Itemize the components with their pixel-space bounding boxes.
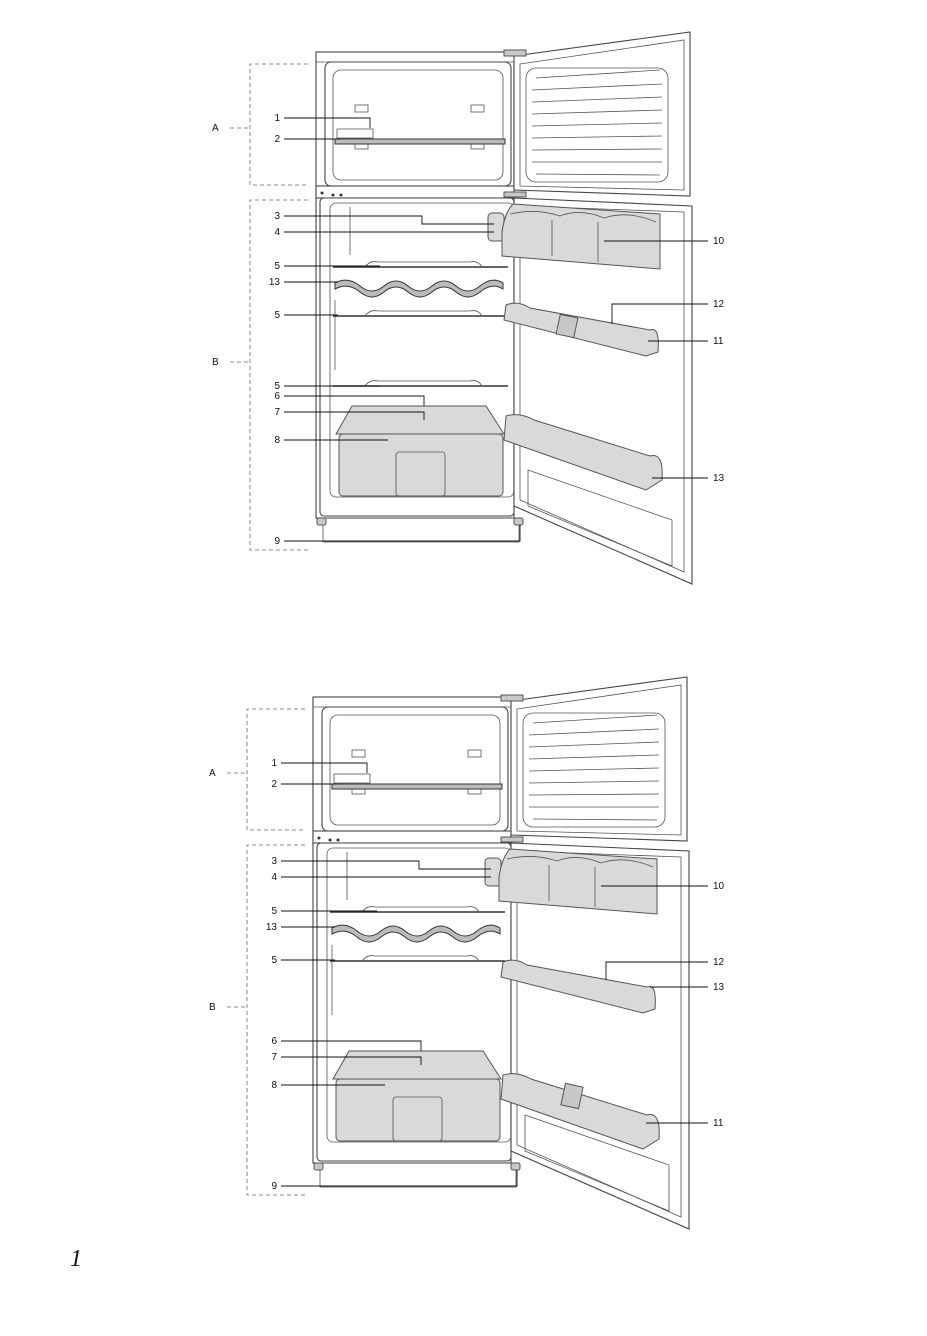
callout-6: 6 — [271, 1036, 277, 1047]
callout-10: 10 — [713, 881, 725, 892]
callout-10: 10 — [713, 236, 725, 247]
callout-8: 8 — [271, 1080, 277, 1091]
callout-7: 7 — [271, 1052, 277, 1063]
fridge-figure-top: A B 1 2 3 4 5 13 5 5 6 7 8 9 10 12 11 13 — [212, 32, 725, 584]
callout-5: 5 — [271, 955, 277, 966]
callout-7: 7 — [274, 407, 280, 418]
callout-4: 4 — [274, 227, 280, 238]
section-label-a: A — [209, 768, 216, 779]
callout-5: 5 — [274, 310, 280, 321]
callout-13: 13 — [269, 277, 281, 288]
page-number: 1 — [70, 1246, 82, 1272]
callout-11: 11 — [713, 1118, 724, 1129]
callout-13: 13 — [713, 473, 725, 484]
section-label-a: A — [212, 123, 219, 134]
callout-11: 11 — [713, 336, 724, 347]
callout-5: 5 — [274, 261, 280, 272]
callout-8: 8 — [274, 435, 280, 446]
callout-12: 12 — [713, 299, 725, 310]
callout-4: 4 — [271, 872, 277, 883]
callout-12: 12 — [713, 957, 725, 968]
callout-6: 6 — [274, 391, 280, 402]
callout-5: 5 — [271, 906, 277, 917]
callout-2: 2 — [271, 779, 277, 790]
section-label-b: B — [209, 1002, 216, 1013]
callout-13: 13 — [713, 982, 725, 993]
callout-3: 3 — [271, 856, 277, 867]
callout-3: 3 — [274, 211, 280, 222]
section-label-b: B — [212, 357, 219, 368]
callout-9: 9 — [271, 1181, 277, 1192]
fridge-figure-bottom: A B 1 2 3 4 5 13 5 6 7 8 9 10 12 13 11 — [209, 677, 725, 1229]
callout-13: 13 — [266, 922, 278, 933]
callout-1: 1 — [274, 113, 280, 124]
callout-9: 9 — [274, 536, 280, 547]
callout-1: 1 — [271, 758, 277, 769]
callout-2: 2 — [274, 134, 280, 145]
